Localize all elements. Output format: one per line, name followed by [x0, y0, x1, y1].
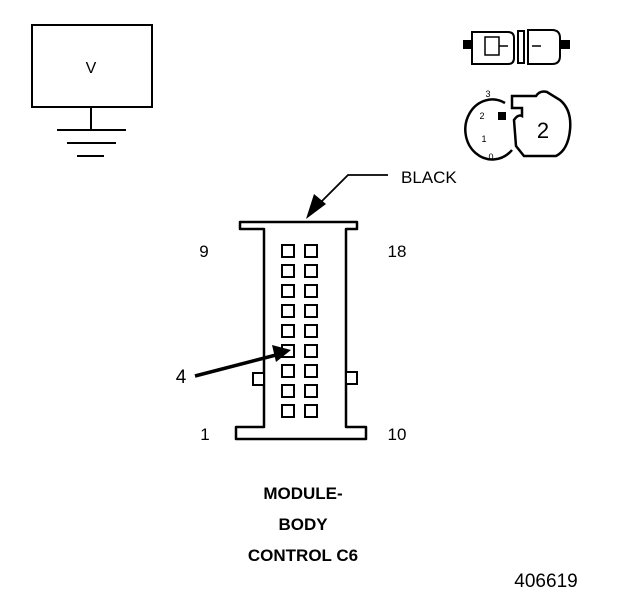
ignition-position-3: 3 — [485, 89, 490, 99]
pin-cavity — [304, 364, 318, 378]
pin-label-18: 18 — [388, 242, 407, 261]
connector-name-line-2: BODY — [278, 515, 328, 534]
connector-name-line-3: CONTROL C6 — [248, 546, 358, 565]
pin-cavity — [304, 244, 318, 258]
color-arrowhead — [306, 194, 326, 219]
pin-cavity — [281, 324, 295, 338]
pin-cavity — [304, 384, 318, 398]
pin-cavity — [304, 344, 318, 358]
probe-callout: 4 — [176, 345, 291, 388]
latch-right — [345, 371, 358, 385]
probe-leader-line — [194, 353, 277, 378]
ignition-switch-icon: 3 2 1 0 2 — [464, 89, 572, 162]
ignition-step-label: 2 — [537, 118, 549, 143]
voltmeter-symbol: V — [31, 24, 153, 157]
connector-c6: 9 18 1 10 — [199, 220, 407, 444]
pin-label-10: 10 — [388, 425, 407, 444]
ground-icon — [57, 129, 126, 157]
pin-cavity — [281, 384, 295, 398]
figure-number: 406619 — [514, 571, 577, 592]
pin-cavity — [304, 404, 318, 418]
pin-cavity — [281, 404, 295, 418]
ignition-position-1: 1 — [481, 134, 486, 144]
color-callout: BLACK — [306, 168, 457, 219]
pin-cavity — [304, 264, 318, 278]
ignition-position-0: 0 — [488, 152, 493, 162]
latch-left — [252, 372, 265, 386]
ignition-position-2: 2 — [479, 111, 484, 121]
disconnect-connector-icon — [463, 29, 570, 65]
connector-name-line-1: MODULE- — [263, 484, 342, 503]
callout-step-label: 4 — [176, 367, 187, 388]
pin-cavity — [304, 304, 318, 318]
pin-cavity — [281, 304, 295, 318]
pin-cavity — [281, 244, 295, 258]
pin-cavity — [304, 284, 318, 298]
pin-cavity — [304, 324, 318, 338]
pin-cavity — [281, 284, 295, 298]
connector-outline — [234, 220, 368, 441]
probe-arrowhead — [272, 345, 291, 362]
pin-label-1: 1 — [200, 425, 209, 444]
voltmeter-label: V — [86, 60, 97, 77]
color-leader-line — [317, 174, 388, 206]
pin-cavity — [281, 364, 295, 378]
pin-label-9: 9 — [199, 242, 208, 261]
connector-color-label: BLACK — [401, 168, 457, 187]
connector-name: MODULE- BODY CONTROL C6 — [248, 484, 358, 565]
pin-cavity — [281, 264, 295, 278]
